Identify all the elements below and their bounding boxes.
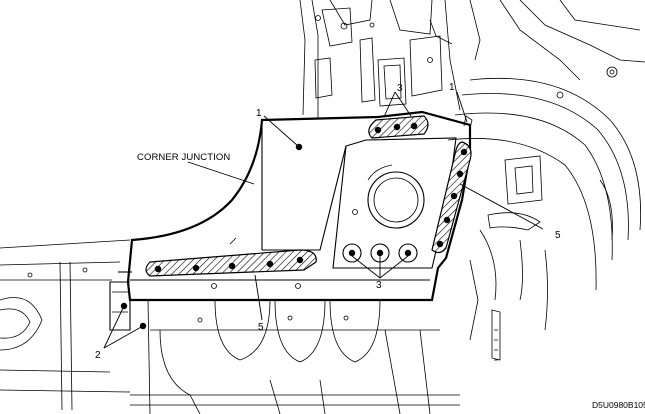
figure-code: D5U0980B105 — [592, 400, 645, 410]
corner-junction-bracket — [109, 110, 473, 331]
leader-lines — [103, 91, 544, 349]
callout-1-left: 1 — [256, 108, 262, 119]
callout-3-top: 3 — [397, 83, 403, 94]
callout-2: 2 — [95, 350, 101, 361]
callout-5-right: 5 — [555, 230, 561, 241]
callout-5-bottom: 5 — [258, 322, 264, 333]
corner-junction-label: CORNER JUNCTION — [137, 152, 230, 163]
callout-1-right: 1 — [449, 82, 455, 93]
callout-3-bottom: 3 — [376, 280, 382, 291]
weld-points — [120, 122, 468, 330]
